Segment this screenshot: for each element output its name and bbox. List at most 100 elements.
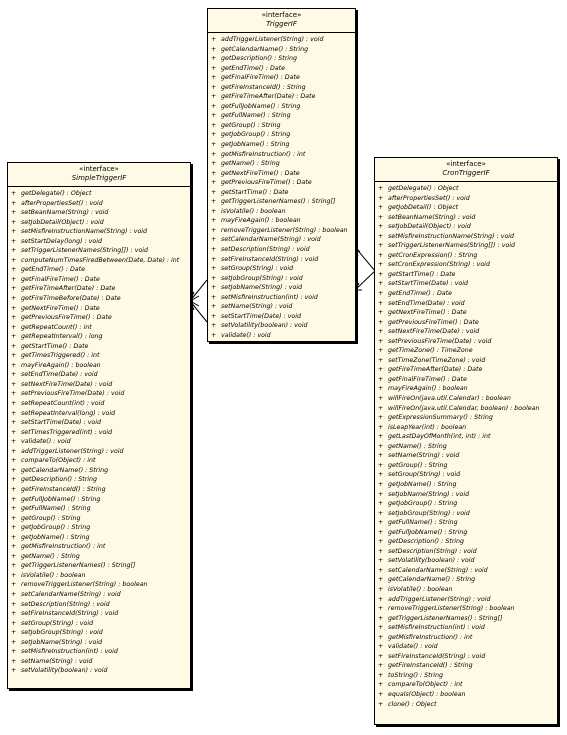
method-row: +getGroup() : String (211, 121, 352, 131)
method-row: +getFireInstanceId() : String (211, 83, 352, 93)
public-visibility-icon: + (378, 213, 384, 221)
public-visibility-icon: + (211, 312, 217, 320)
method-signature: setRepeatCount(int) : void (21, 400, 105, 408)
method-signature: isVolatile() : boolean (221, 207, 286, 215)
method-row: +getNextFireTime() : Date (11, 304, 187, 314)
public-visibility-icon: + (378, 328, 384, 336)
trigger-if-class[interactable]: «interface» TriggerIF +addTriggerListene… (207, 8, 356, 342)
method-signature: setDescription(String) : void (388, 547, 477, 555)
method-row: +setMisfireInstruction(int) : void (211, 293, 352, 303)
method-signature: validate() : void (21, 438, 71, 446)
method-signature: setJobDetail(Object) : void (21, 218, 104, 226)
method-signature: getPreviousFireTime() : Date (21, 314, 112, 322)
method-signature: setPreviousFireTime(Date) : void (388, 337, 492, 345)
method-signature: setName(String) : void (21, 657, 93, 665)
public-visibility-icon: + (11, 485, 17, 493)
method-signature: getStartTime() : Date (388, 270, 456, 278)
public-visibility-icon: + (11, 552, 17, 560)
method-row: +mayFireAgain() : boolean (11, 361, 187, 371)
public-visibility-icon: + (378, 299, 384, 307)
method-row: + setTimeZone(TimeZone) : void (378, 356, 554, 366)
method-row: +getNextFireTime() : Date (211, 169, 352, 179)
method-signature: setTimeZone(TimeZone) : void (388, 356, 486, 364)
public-visibility-icon: + (378, 547, 384, 555)
public-visibility-icon: + (211, 236, 217, 244)
method-row: +removeTriggerListener(String) : boolean (11, 580, 187, 590)
public-visibility-icon: + (11, 247, 17, 255)
method-row: +setRepeatCount(int) : void (11, 399, 187, 409)
method-row: +getMisfireInstruction() : int (11, 542, 187, 552)
class-header: «interface» TriggerIF (208, 9, 355, 33)
public-visibility-icon: + (11, 390, 17, 398)
method-row: +getDescription() : String (211, 54, 352, 64)
method-row: +isLeapYear(int) : boolean (378, 423, 554, 433)
method-row: +isVolatile() : boolean (378, 585, 554, 595)
public-visibility-icon: + (378, 643, 384, 651)
simple-trigger-if-class[interactable]: «interface» SimpleTriggerIF +getDelegate… (7, 162, 191, 689)
method-row: +getFireTimeAfter(Date) : Date (211, 92, 352, 102)
method-signature: setGroup(String) : void (221, 265, 294, 273)
method-signature: mayFireAgain() : boolean (388, 385, 468, 393)
method-row: +getFinalFireTime() : Date (11, 275, 187, 285)
public-visibility-icon: + (11, 524, 17, 532)
method-row: +setMisfireInstruction(int) : void (378, 623, 554, 633)
method-row: +setJobName(String) : void (378, 490, 554, 500)
method-row: +setJobDetail(Object) : void (11, 218, 187, 228)
method-row: +setJobGroup(String) : void (211, 274, 352, 284)
public-visibility-icon: + (378, 528, 384, 536)
method-signature: setCalendarName(String) : void (21, 590, 121, 598)
method-signature: getCronExpression() : String (388, 251, 478, 259)
public-visibility-icon: + (211, 150, 217, 158)
public-visibility-icon: + (11, 275, 17, 283)
class-name: CronTriggerIF (442, 169, 490, 177)
public-visibility-icon: + (378, 671, 384, 679)
public-visibility-icon: + (211, 303, 217, 311)
method-signature: setJobGroup(String) : void (388, 509, 470, 517)
public-visibility-icon: + (11, 266, 17, 274)
method-row: +addTriggerListener(String) : void (378, 595, 554, 605)
public-visibility-icon: + (11, 199, 17, 207)
public-visibility-icon: + (378, 538, 384, 546)
public-visibility-icon: + (378, 452, 384, 460)
public-visibility-icon: + (11, 466, 17, 474)
public-visibility-icon: + (211, 131, 217, 139)
method-signature: getDescription() : String (388, 538, 465, 546)
method-signature: equals(Object) : boolean (388, 690, 466, 698)
method-row: +setCalendarName(String) : void (211, 235, 352, 245)
method-signature: getTimeZone() : TimeZone (388, 347, 473, 355)
method-signature: getTriggerListenerNames() : String[] (388, 614, 503, 622)
cron-trigger-if-class[interactable]: «interface» CronTriggerIF +getDelegate()… (374, 157, 558, 725)
method-row: + setDescription(String) : void (378, 547, 554, 557)
public-visibility-icon: + (11, 495, 17, 503)
method-signature: setMisfireInstruction(int) : void (388, 624, 485, 632)
method-signature: getPreviousFireTime() : Date (388, 318, 479, 326)
public-visibility-icon: + (378, 652, 384, 660)
public-visibility-icon: + (11, 476, 17, 484)
method-signature: removeTriggerListener(String) : boolean (21, 581, 148, 589)
method-row: +setFireInstanceId(String) : void (211, 255, 352, 265)
method-row: +getMisfireInstruction() : int (211, 150, 352, 160)
public-visibility-icon: + (378, 356, 384, 364)
public-visibility-icon: + (11, 314, 17, 322)
method-signature: getDelegate() : Object (21, 190, 92, 197)
method-row: +setTriggerListenerNames(String[]) : voi… (378, 241, 554, 251)
public-visibility-icon: + (211, 284, 217, 292)
method-signature: setFireInstanceId(String) : void (388, 652, 486, 660)
method-signature: isLeapYear(int) : boolean (388, 423, 467, 431)
public-visibility-icon: + (211, 112, 217, 120)
method-row: +setJobGroup(String) : void (11, 628, 187, 638)
method-list: +addTriggerListener(String) : void+getCa… (208, 33, 355, 345)
method-row: +setVolatility(boolean) : void (211, 321, 352, 331)
public-visibility-icon: + (378, 566, 384, 574)
public-visibility-icon: + (11, 543, 17, 551)
method-row: +getLastDayOfMonth(int, int) : int (378, 432, 554, 442)
method-row: +getFullJobName() : String (378, 528, 554, 538)
method-signature: addTriggerListener(String) : void (21, 447, 124, 455)
public-visibility-icon: + (378, 270, 384, 278)
public-visibility-icon: + (11, 610, 17, 618)
public-visibility-icon: + (378, 480, 384, 488)
method-signature: setCronExpression(String) : void (388, 261, 490, 269)
public-visibility-icon: + (378, 605, 384, 613)
public-visibility-icon: + (11, 648, 17, 656)
public-visibility-icon: + (378, 442, 384, 450)
